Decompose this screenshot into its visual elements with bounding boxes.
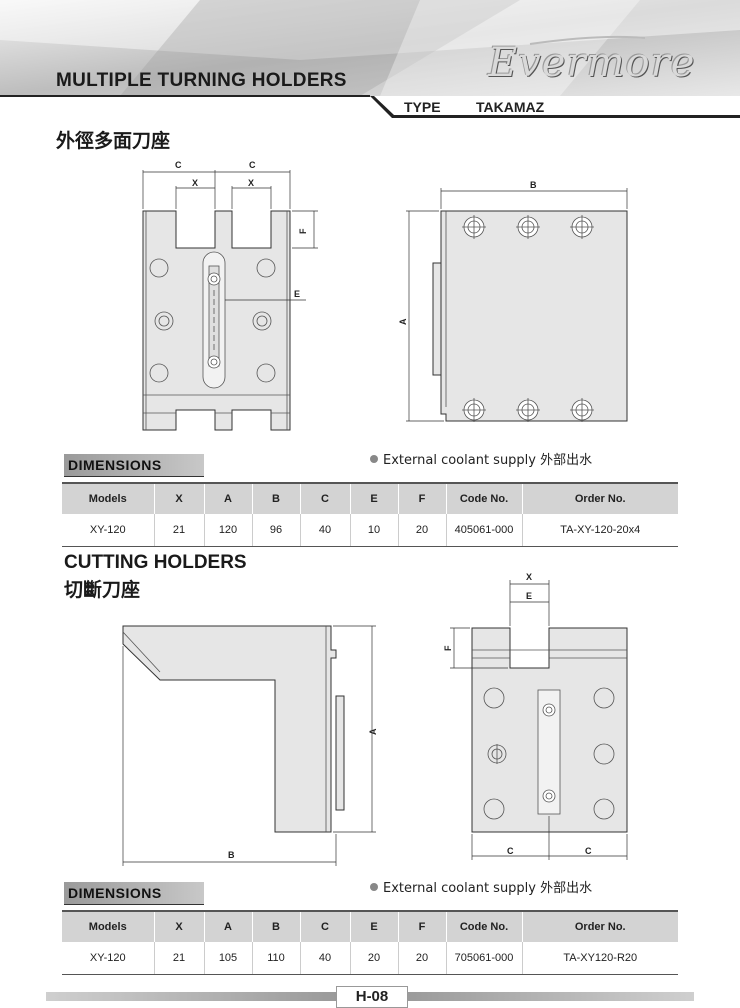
cell-x: 21 <box>154 942 205 975</box>
header-background <box>0 0 740 118</box>
dimensions-label-1: DIMENSIONS <box>68 457 162 473</box>
col-f: F <box>398 482 447 514</box>
cell-model: XY-120 <box>62 942 155 975</box>
col-b: B <box>252 482 301 514</box>
col-x: X <box>154 482 205 514</box>
dim-a: A <box>398 318 408 325</box>
dim-x1: X <box>192 178 198 188</box>
dimensions-label-2: DIMENSIONS <box>68 885 162 901</box>
type-label: TYPE <box>404 99 441 115</box>
dimensions-tab-2: DIMENSIONS <box>64 882 204 905</box>
cell-model: XY-120 <box>62 514 155 547</box>
table-header-row: Models X A B C E F Code No. Order No. <box>62 482 678 514</box>
col-e: E <box>350 482 399 514</box>
col-e: E <box>350 910 399 942</box>
col-x: X <box>154 910 205 942</box>
cell-order: TA-XY-120-20x4 <box>522 514 678 547</box>
col-a: A <box>204 910 253 942</box>
section2-title: CUTTING HOLDERS <box>64 552 247 573</box>
cell-c: 40 <box>300 514 351 547</box>
dim-e: E <box>294 289 300 299</box>
multiple-holder-drawing: C C X X F E B A <box>142 160 628 431</box>
cell-b: 110 <box>252 942 301 975</box>
cell-a: 120 <box>204 514 253 547</box>
col-f: F <box>398 910 447 942</box>
cell-code: 405061-000 <box>446 514 523 547</box>
table-header-row: Models X A B C E F Code No. Order No. <box>62 910 678 942</box>
cell-b: 96 <box>252 514 301 547</box>
cell-x: 21 <box>154 514 205 547</box>
cell-f: 20 <box>398 942 447 975</box>
dim-a-2: A <box>368 728 378 735</box>
bullet-icon <box>370 455 378 463</box>
cell-a: 105 <box>204 942 253 975</box>
col-models: Models <box>62 910 155 942</box>
coolant-note-text-2: External coolant supply 外部出水 <box>383 881 593 896</box>
col-models: Models <box>62 482 155 514</box>
col-order: Order No. <box>522 910 678 942</box>
dim-c2-2: C <box>585 846 592 856</box>
dim-c1: C <box>175 160 182 170</box>
coolant-note-1: External coolant supply 外部出水 <box>370 449 592 468</box>
coolant-note-2: External coolant supply 外部出水 <box>370 877 592 896</box>
coolant-note-text-1: External coolant supply 外部出水 <box>383 453 593 468</box>
dim-x-2: X <box>526 572 532 582</box>
dim-x2: X <box>248 178 254 188</box>
dim-f-2: F <box>443 645 453 651</box>
col-c: C <box>300 910 351 942</box>
cell-order: TA-XY120-R20 <box>522 942 678 975</box>
table-row: XY-120 21 105 110 40 20 20 705061-000 TA… <box>62 942 678 975</box>
dim-b-2: B <box>228 850 235 860</box>
bullet-icon <box>370 883 378 891</box>
dim-e-2: E <box>526 591 532 601</box>
page-title: MULTIPLE TURNING HOLDERS <box>56 70 347 91</box>
dimensions-table-1: Models X A B C E F Code No. Order No. XY… <box>62 482 678 547</box>
dim-c1-2: C <box>507 846 514 856</box>
page-number: H-08 <box>336 986 408 1008</box>
col-b: B <box>252 910 301 942</box>
type-value: TAKAMAZ <box>476 99 545 115</box>
cell-c: 40 <box>300 942 351 975</box>
brand-logo: Evermore <box>488 40 696 86</box>
col-a: A <box>204 482 253 514</box>
col-order: Order No. <box>522 482 678 514</box>
section1-title-zh: 外徑多面刀座 <box>56 130 171 152</box>
section2-title-zh: 切斷刀座 <box>64 579 141 601</box>
cell-e: 20 <box>350 942 399 975</box>
col-code: Code No. <box>446 910 523 942</box>
table-row: XY-120 21 120 96 40 10 20 405061-000 TA-… <box>62 514 678 547</box>
dimensions-table-2: Models X A B C E F Code No. Order No. XY… <box>62 910 678 975</box>
dim-b: B <box>530 180 537 190</box>
dim-c2: C <box>249 160 256 170</box>
dim-f: F <box>298 228 308 234</box>
col-code: Code No. <box>446 482 523 514</box>
cell-e: 10 <box>350 514 399 547</box>
col-c: C <box>300 482 351 514</box>
cell-f: 20 <box>398 514 447 547</box>
dimensions-tab-1: DIMENSIONS <box>64 454 204 477</box>
cell-code: 705061-000 <box>446 942 523 975</box>
